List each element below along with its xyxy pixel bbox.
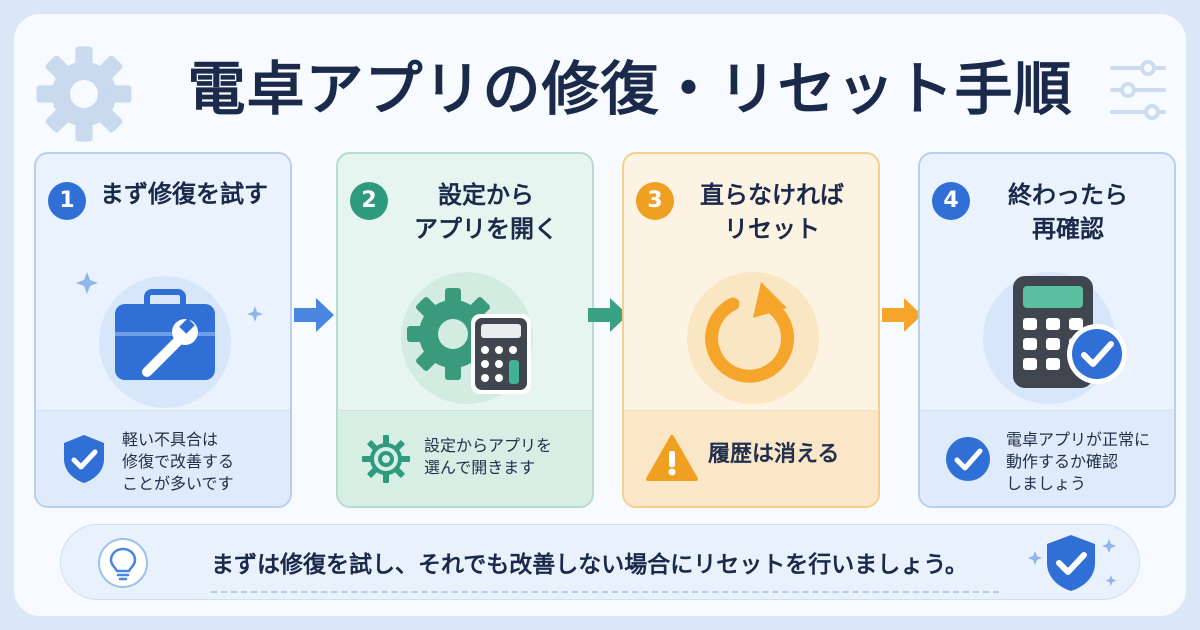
gear-icon [36,46,132,142]
calculator-icon [401,272,533,404]
step-number-badge: 4 [932,182,970,220]
checkmark-icon [1067,324,1127,384]
sparkle-icon [1028,551,1042,565]
sparkle-icon [1102,539,1116,553]
step-note: 電卓アプリが正常に 動作するか確認 しましょう [920,410,1174,506]
step-note-text: 軽い不具合は 修復で改善する ことが多いです [122,430,235,493]
checkmark-icon [946,437,990,481]
step-number-badge: 2 [350,182,388,220]
summary-text: まずは修復を試し、それでも改善しない場合にリセットを行いましょう。 [211,552,968,578]
arrow-right-icon [294,298,334,332]
arrow-right-icon [588,298,628,332]
step-header: 2 設定から アプリを開く [338,168,592,258]
lightbulb-icon [98,538,148,588]
step-card-4: 4 終わったら 再確認 電卓アプリが正常に 動作するか確認 しましょう [918,152,1176,508]
step-note: 履歴は消える [624,410,878,506]
shield-check-icon [1028,535,1117,591]
step-card-3: 3 直らなければ リセット 履歴は消える [622,152,880,508]
step-note-text: 履歴は消える [708,442,840,467]
summary-tip: まずは修復を試し、それでも改善しない場合にリセットを行いましょう。 [60,524,1140,600]
refresh-icon [687,272,819,404]
step-header: 3 直らなければ リセット [624,168,878,258]
step-note: 設定からアプリを 選んで開きます [338,410,592,506]
divider [211,591,999,593]
step-number-badge: 1 [48,182,86,220]
step-card-1: 1 まず修復を試す 軽い不具合は 修復で改善する ことが多いです [34,152,292,508]
sparkle-icon [247,306,263,322]
step-note-text: 設定からアプリを 選んで開きます [424,436,553,477]
step-title: 終わったら 再確認 [1008,181,1128,243]
sparkle-icon [76,272,98,294]
step-note: 軽い不具合は 修復で改善する ことが多いです [36,410,290,506]
step-header: 4 終わったら 再確認 [920,168,1174,258]
step-number-badge: 3 [636,182,674,220]
sliders-icon [1110,60,1166,120]
step-note-text: 電卓アプリが正常に 動作するか確認 しましょう [1006,430,1151,493]
page-title: 電卓アプリの修復・リセット手順 [187,55,1073,123]
step-card-2: 2 設定から アプリを開く [336,152,594,508]
warning-icon [646,435,698,481]
step-title: 直らなければ リセット [700,181,844,243]
calculator-icon [983,272,1127,404]
toolbox-icon [76,272,263,408]
gear-icon [362,435,410,483]
arrow-right-icon [882,298,922,332]
step-title: 設定から アプリを開く [414,181,558,243]
shield-check-icon [64,435,104,483]
step-header: 1 まず修復を試す [36,168,290,258]
wrench-icon [142,318,198,377]
step-title: まず修復を試す [100,180,268,208]
